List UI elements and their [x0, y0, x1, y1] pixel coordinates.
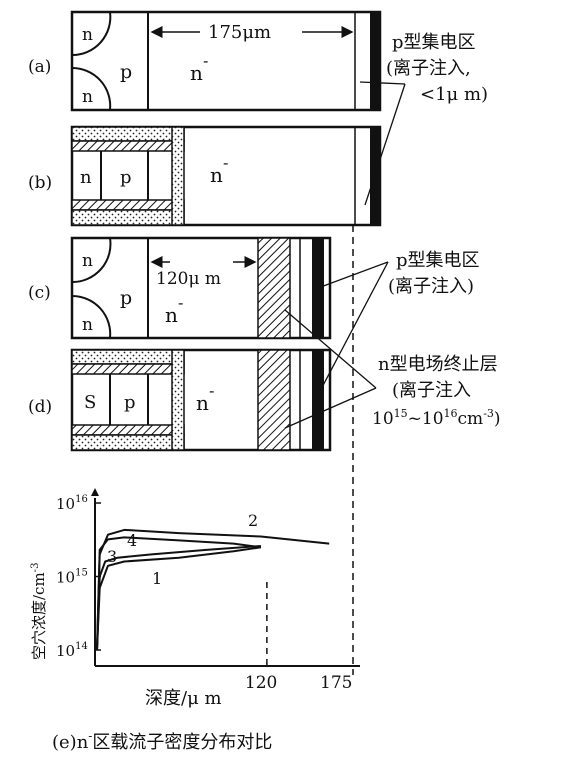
carrier-density-chart: 1016 1015 1014 120 175 空穴浓度/cm-3 深度/μ m 1 2…	[30, 488, 360, 753]
panel-c-p: p	[120, 287, 132, 309]
y-tick-label: 1014	[56, 641, 88, 660]
series-line-4	[96, 536, 262, 651]
panel-d-gate-oxide	[171, 349, 185, 451]
panel-a-emitter-bottom	[71, 66, 112, 111]
panel-d-collector-metal	[312, 350, 324, 450]
panel-b-bottom-gate	[71, 199, 185, 211]
panel-c-emitter-bottom	[71, 294, 112, 339]
fieldstop-annotation: n型电场终止层 (离子注入 1015~1016cm-3)	[284, 309, 501, 429]
x-tick-label: 175	[320, 673, 352, 693]
collector-ab-line1: p型集电区	[392, 32, 476, 53]
panel-c-field-stop	[257, 237, 291, 339]
collector-cd-line2: (离子注入)	[388, 276, 474, 297]
fieldstop-line1: n型电场终止层	[378, 354, 498, 375]
panel-b-top-oxide	[71, 126, 185, 142]
collector-ab-leader-b	[364, 83, 406, 206]
fieldstop-leader-c	[284, 309, 377, 389]
series-line-1	[96, 546, 262, 651]
collector-annotation-ab: p型集电区 (离子注入, <1μ m)	[359, 32, 488, 206]
panel-d: (d) S p n -	[28, 348, 332, 452]
panel-c-emitter-top	[71, 237, 112, 284]
panel-b-collector-metal	[370, 127, 381, 225]
collector-annotation-cd: p型集电区 (离子注入)	[317, 250, 480, 396]
collector-ab-line3: <1μ m)	[420, 84, 488, 105]
y-tick-label: 1016	[56, 494, 88, 513]
panel-b-bottom-oxide	[71, 209, 185, 226]
panel-a-n-bottom: n	[82, 87, 93, 107]
collector-cd-leader-d	[317, 261, 389, 396]
panel-b: (b) n p n -	[28, 125, 382, 227]
collector-ab-line2: (离子注入,	[386, 58, 471, 79]
panel-b-top-gate	[71, 140, 185, 152]
panel-b-minus: -	[223, 153, 228, 172]
panel-b-n: n	[80, 167, 92, 188]
panel-d-bottom-oxide	[71, 434, 185, 451]
panel-b-p: p	[120, 167, 132, 188]
panel-a-n-minus: n	[190, 61, 203, 85]
chart-y-ticks: 1016 1015 1014	[56, 494, 101, 660]
panel-a-emitter-top	[71, 11, 112, 57]
panel-a-collector-metal	[370, 12, 381, 110]
panel-a-width-label: 175μm	[208, 22, 271, 43]
panel-d-top-oxide	[71, 349, 185, 365]
x-tick-label: 120	[245, 673, 277, 693]
panel-b-gate-oxide	[171, 126, 185, 226]
curve-label-2: 2	[248, 511, 258, 530]
panel-a-n-top: n	[82, 25, 93, 45]
panel-d-p: p	[124, 392, 136, 413]
panel-d-bottom-gate	[71, 424, 185, 436]
chart-x-ticks: 120 175	[245, 673, 353, 693]
curve-label-4: 4	[127, 531, 137, 550]
fieldstop-leader-d	[284, 387, 377, 429]
chart-y-axis-arrow	[91, 488, 99, 496]
panel-c-n-bottom: n	[82, 315, 93, 335]
panel-a-p: p	[120, 61, 132, 83]
panel-a: (a) n n p n - 175μm	[28, 10, 382, 112]
collector-ab-leader-a	[359, 81, 406, 85]
curve-label-1: 1	[152, 569, 162, 588]
panel-d-s: S	[84, 392, 96, 413]
panel-d-top-gate	[71, 363, 185, 375]
panel-c: (c) n n p n - 120μ m	[28, 236, 332, 340]
fieldstop-line3: 1015~1016cm-3)	[372, 407, 501, 429]
panel-d-label: (d)	[28, 397, 52, 417]
y-tick-label: 1015	[56, 568, 88, 587]
panel-c-minus: -	[178, 293, 183, 312]
panel-c-label: (c)	[28, 283, 51, 303]
panel-d-frame	[70, 348, 332, 452]
chart-x-label: 深度/μ m	[145, 688, 222, 709]
fieldstop-line2: (离子注入	[392, 380, 471, 401]
curve-label-3: 3	[107, 547, 117, 566]
panel-b-n-minus: n	[210, 163, 223, 187]
panel-d-n-minus: n	[196, 391, 209, 415]
chart-y-label: 空穴浓度/cm-3	[30, 563, 48, 660]
panel-c-width-label: 120μ m	[156, 269, 221, 289]
panel-a-minus: -	[203, 51, 208, 70]
panel-d-minus: -	[209, 381, 214, 400]
panel-c-n-top: n	[82, 251, 93, 271]
collector-cd-line1: p型集电区	[396, 250, 480, 271]
chart-series	[96, 528, 330, 651]
panel-a-label: (a)	[28, 57, 51, 77]
panel-c-frame	[70, 236, 332, 340]
panel-b-label: (b)	[28, 173, 52, 193]
panel-c-n-minus: n	[165, 303, 178, 327]
chart-caption: (e)n-区载流子密度分布对比	[52, 729, 272, 753]
panel-d-field-stop	[257, 349, 291, 451]
